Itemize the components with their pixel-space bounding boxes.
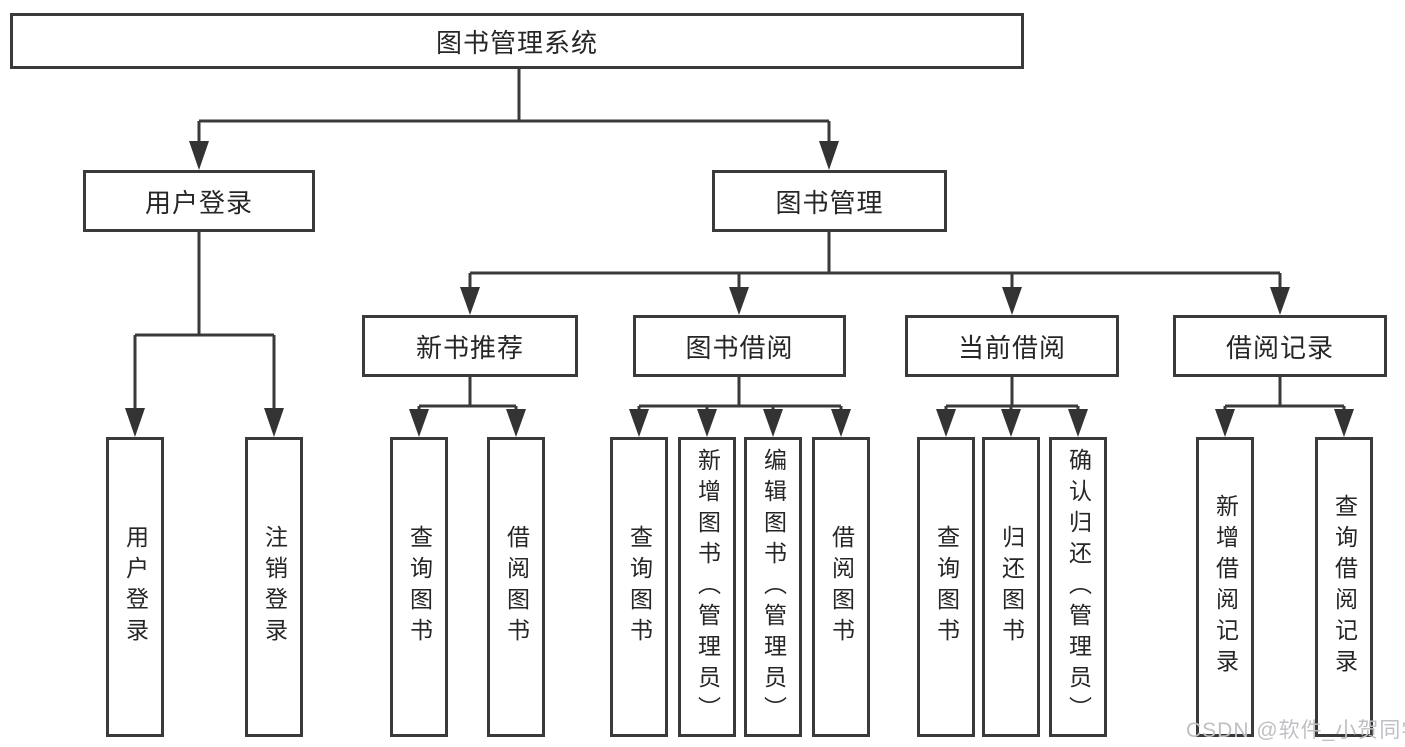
- arrow-down-icon: [936, 409, 956, 437]
- leaf-label: 用户登录: [122, 525, 149, 649]
- leaf-add-book-admin: 新增图书（管理员）: [678, 437, 736, 737]
- arrow-down-icon: [1068, 409, 1088, 437]
- watermark: CSDN @软件_小贺同学: [1186, 719, 1405, 742]
- arrow-down-icon: [506, 409, 526, 437]
- arrow-down-icon: [125, 408, 145, 437]
- node-book-borrow: 图书借阅: [633, 315, 846, 377]
- leaf-label: 借阅图书: [503, 525, 530, 649]
- leaf-label: 编辑图书（管理员）: [760, 447, 787, 727]
- arrow-down-icon: [264, 408, 284, 437]
- node-new-book-recommend: 新书推荐: [362, 315, 578, 377]
- arrow-down-icon: [763, 409, 783, 437]
- arrow-down-icon: [460, 287, 480, 315]
- arrow-down-icon: [819, 141, 839, 170]
- leaf-label: 新增图书（管理员）: [694, 447, 721, 727]
- leaf-query-book-2: 查询图书: [610, 437, 668, 737]
- arrow-down-icon: [409, 409, 429, 437]
- leaf-borrow-book-1: 借阅图书: [487, 437, 545, 737]
- leaf-add-borrow-record: 新增借阅记录: [1196, 437, 1254, 737]
- node-root-system: 图书管理系统: [10, 13, 1024, 69]
- arrowheads: [125, 141, 1354, 437]
- leaf-query-book-1: 查询图书: [390, 437, 448, 737]
- leaf-label: 查询图书: [626, 525, 653, 649]
- leaf-confirm-return-admin: 确认归还（管理员）: [1049, 437, 1107, 737]
- node-borrow-record: 借阅记录: [1173, 315, 1387, 377]
- leaf-label: 查询图书: [933, 525, 960, 649]
- leaf-label: 归还图书: [998, 525, 1025, 649]
- arrow-down-icon: [1215, 409, 1235, 437]
- leaf-query-borrow-record: 查询借阅记录: [1315, 437, 1373, 737]
- arrow-down-icon: [189, 141, 209, 170]
- arrow-down-icon: [1001, 409, 1021, 437]
- leaf-label: 确认归还（管理员）: [1065, 447, 1092, 727]
- node-book-management: 图书管理: [712, 170, 947, 232]
- leaf-borrow-book-2: 借阅图书: [812, 437, 870, 737]
- leaf-return-book: 归还图书: [982, 437, 1040, 737]
- leaf-label: 新增借阅记录: [1212, 494, 1239, 680]
- arrow-down-icon: [831, 409, 851, 437]
- arrow-down-icon: [697, 409, 717, 437]
- leaf-label: 借阅图书: [828, 525, 855, 649]
- node-current-borrow: 当前借阅: [905, 315, 1119, 377]
- leaf-label: 注销登录: [261, 525, 288, 649]
- arrow-down-icon: [1334, 409, 1354, 437]
- node-user-login: 用户登录: [83, 170, 315, 232]
- arrow-down-icon: [1002, 287, 1022, 315]
- arrow-down-icon: [1270, 287, 1290, 315]
- arrow-down-icon: [729, 287, 749, 315]
- leaf-logout: 注销登录: [245, 437, 303, 737]
- leaf-user-login: 用户登录: [106, 437, 164, 737]
- leaf-query-book-3: 查询图书: [917, 437, 975, 737]
- leaf-label: 查询借阅记录: [1331, 494, 1358, 680]
- arrow-down-icon: [629, 409, 649, 437]
- leaf-label: 查询图书: [406, 525, 433, 649]
- leaf-edit-book-admin: 编辑图书（管理员）: [744, 437, 802, 737]
